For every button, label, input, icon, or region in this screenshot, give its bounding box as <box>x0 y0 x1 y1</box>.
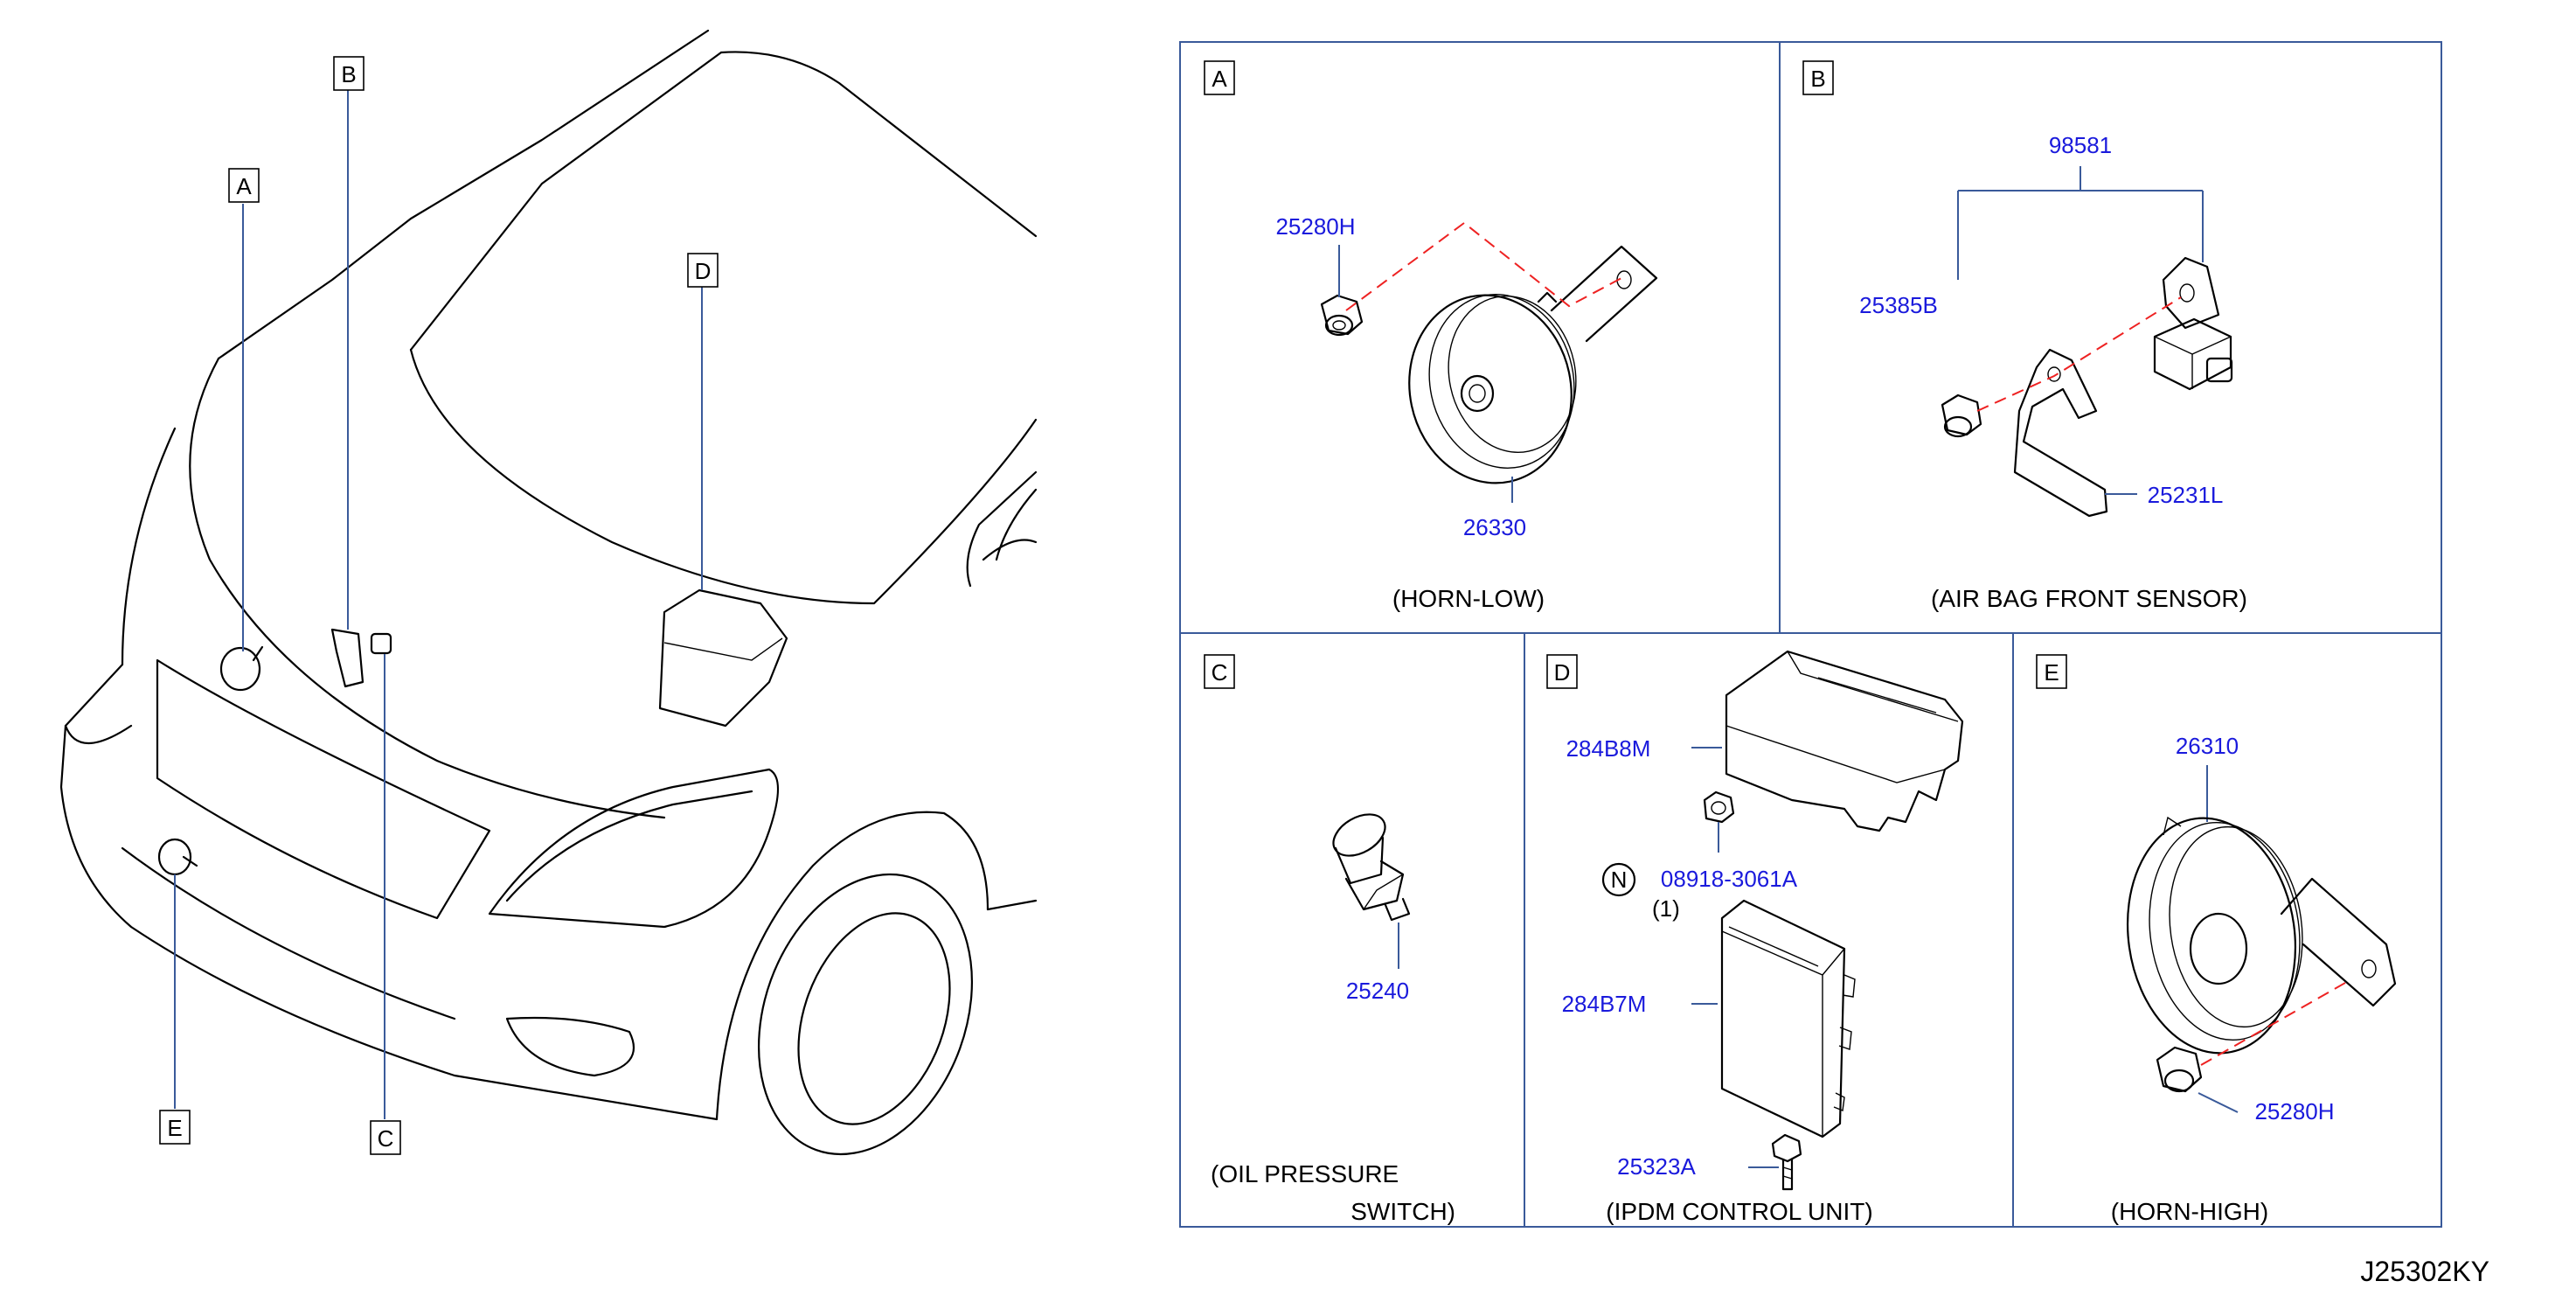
svg-text:(OIL PRESSURE: (OIL PRESSURE <box>1211 1160 1399 1187</box>
svg-text:E: E <box>167 1115 182 1141</box>
ipdm-module-icon <box>1720 899 1856 1138</box>
oil-pressure-switch-icon <box>1332 813 1411 922</box>
svg-text:SWITCH): SWITCH) <box>1350 1198 1455 1225</box>
car-horn-low-icon <box>219 645 264 692</box>
callout-c: C <box>370 1120 401 1155</box>
svg-text:25280H: 25280H <box>1275 213 1355 240</box>
callout-b: B <box>333 56 365 91</box>
panel-grid <box>1179 41 2442 1228</box>
svg-text:25280H: 25280H <box>2254 1098 2334 1124</box>
panel-a: A 25280H 26330 (HORN-LOW) <box>1204 60 1658 612</box>
sensor-module-icon <box>2153 256 2233 391</box>
horn-high-icon <box>2126 816 2397 1055</box>
svg-text:25385B: 25385B <box>1859 292 1938 318</box>
drawing-code: J25302KY <box>2360 1256 2489 1287</box>
svg-text:D: D <box>1554 659 1571 686</box>
svg-text:25231L: 25231L <box>2148 482 2224 508</box>
nut-icon <box>2156 1046 2203 1093</box>
svg-text:B: B <box>341 61 356 87</box>
car-horn-high-icon <box>157 838 198 876</box>
n-symbol: N <box>1601 862 1636 897</box>
horn-low-icon <box>1408 245 1658 484</box>
svg-text:(AIR BAG FRONT SENSOR): (AIR BAG FRONT SENSOR) <box>1931 585 2247 612</box>
svg-text:(HORN-HIGH): (HORN-HIGH) <box>2111 1198 2268 1225</box>
svg-text:C: C <box>378 1125 394 1152</box>
svg-text:(IPDM CONTROL UNIT): (IPDM CONTROL UNIT) <box>1606 1198 1872 1225</box>
svg-text:(1): (1) <box>1652 895 1680 922</box>
svg-text:25240: 25240 <box>1346 978 1409 1004</box>
callout-a: A <box>228 168 260 203</box>
callout-d: D <box>687 253 719 288</box>
svg-text:C: C <box>1212 659 1228 686</box>
car-airbag-sensor-icon <box>330 628 392 688</box>
svg-text:25323A: 25323A <box>1617 1153 1696 1180</box>
svg-text:26310: 26310 <box>2176 733 2239 759</box>
nut-icon <box>1320 294 1364 337</box>
svg-text:26330: 26330 <box>1463 514 1526 540</box>
svg-text:A: A <box>1212 66 1227 92</box>
panel-d: D 284B8M N 08918-3061A (1) 2 <box>1546 650 1964 1225</box>
panel-b: B 98581 25385B 25231L (AIR BAG FRONT SEN… <box>1802 60 2247 612</box>
svg-text:08918-3061A: 08918-3061A <box>1661 866 1798 892</box>
svg-text:(HORN-LOW): (HORN-LOW) <box>1392 585 1545 612</box>
callout-e: E <box>159 1110 191 1145</box>
bolt-icon <box>1703 790 1735 824</box>
svg-text:284B8M: 284B8M <box>1566 735 1651 762</box>
svg-text:D: D <box>695 258 712 284</box>
panel-c: C 25240 (OIL PRESSURE SWITCH) <box>1204 654 1455 1225</box>
ipdm-cover-icon <box>1725 650 1964 832</box>
svg-text:A: A <box>236 173 252 199</box>
svg-text:E: E <box>2044 659 2059 686</box>
svg-text:284B7M: 284B7M <box>1562 991 1647 1017</box>
panel-e: E 26310 25280H (HORN-HIGH) <box>2036 654 2397 1225</box>
svg-text:B: B <box>1810 66 1825 92</box>
car-ipdm-unit-icon <box>658 588 788 728</box>
bracket-icon <box>2013 348 2108 518</box>
car-overview: A B C D E <box>59 29 1038 1156</box>
screw-icon <box>1771 1133 1802 1191</box>
svg-text:98581: 98581 <box>2049 132 2112 158</box>
svg-text:N: N <box>1611 867 1628 893</box>
nut-icon <box>1941 393 1982 438</box>
